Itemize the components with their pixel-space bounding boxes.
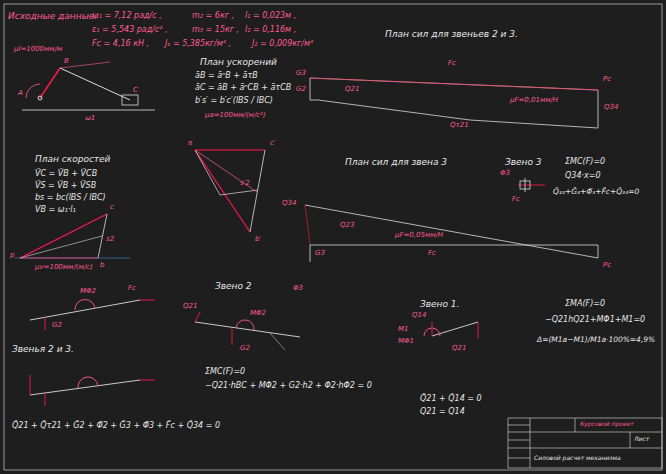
formula: V̄C = V̄B + V̄CB bbox=[35, 170, 97, 179]
force-label: Fc bbox=[512, 196, 520, 204]
force-label: Φ3 bbox=[293, 285, 303, 293]
point-label: c′ bbox=[270, 140, 275, 148]
formula: b′s′ = b′c′(lBS / lBC) bbox=[195, 97, 273, 106]
frame bbox=[4, 4, 662, 470]
force-plan-2-3 bbox=[310, 78, 598, 128]
point-label: s2 bbox=[106, 236, 114, 244]
force-label: MΦ1 bbox=[398, 338, 414, 346]
velocity-plan bbox=[14, 214, 130, 258]
point-label: ω1 bbox=[85, 115, 95, 123]
point-label: π bbox=[188, 140, 192, 148]
force-label: Fc bbox=[448, 60, 456, 68]
force-label: Pc bbox=[603, 262, 611, 270]
force-label: Qτ21 bbox=[450, 122, 469, 130]
formula: bs = bc(lBS / lBC) bbox=[35, 194, 106, 203]
heading: Звено 1. bbox=[420, 300, 459, 310]
link-1-sketch bbox=[424, 322, 478, 338]
formula: Q̄21 + Q̄14 = 0 bbox=[420, 395, 482, 404]
scale-label: μF=0,01мм/Н bbox=[510, 97, 558, 105]
point-label: b′ bbox=[255, 236, 261, 244]
force-label: MΦ2 bbox=[250, 310, 266, 318]
formula: Δ=(M1a−M1)/M1a·100%=4,9% bbox=[537, 336, 655, 344]
heading: План сил для звена 3 bbox=[345, 158, 447, 168]
formula: āB = āⁿB + āτB bbox=[195, 72, 258, 81]
data-value: Jₛ = 5,385кг/м² , bbox=[165, 40, 231, 49]
force-label: M1 bbox=[398, 326, 409, 334]
heading: План скоростей bbox=[35, 155, 110, 165]
force-label: Fc bbox=[428, 250, 436, 258]
data-value: l₂ = 0,116м , bbox=[245, 26, 296, 35]
heading: План ускорений bbox=[200, 58, 277, 68]
force-label: Q14 bbox=[412, 312, 426, 320]
formula: V̄S = V̄B + V̄SB bbox=[35, 182, 96, 191]
formula: −Q21hQ21+MΦ1+M1=0 bbox=[545, 316, 645, 325]
heading: Исходные данные: bbox=[8, 12, 97, 22]
point-label: p bbox=[10, 252, 14, 260]
formula: Q̄21 + Q̄τ21 + Ḡ2 + Φ̄2 + Ḡ3 + Φ̄3 + F̄c… bbox=[12, 422, 220, 431]
force-label: Q21 bbox=[183, 303, 197, 311]
force-label: Φ3 bbox=[500, 170, 510, 178]
heading: План сил для звеньев 2 и 3. bbox=[385, 30, 518, 40]
scale-label: μv=100мм/(м/с) bbox=[35, 264, 93, 272]
force-label: Fc bbox=[128, 285, 136, 293]
point-label: C bbox=[133, 87, 138, 95]
formula: ΣMA(F)=0 bbox=[565, 300, 605, 309]
data-value: l₁ = 0,023м , bbox=[245, 12, 296, 21]
force-label: G2 bbox=[240, 345, 250, 353]
force-label: G2 bbox=[52, 322, 62, 330]
force-label: Pc bbox=[603, 76, 611, 84]
point-label: c bbox=[110, 204, 114, 212]
data-value: m₃ = 15кг , bbox=[192, 26, 239, 35]
data-value: m₂ = 6кг , bbox=[192, 12, 234, 21]
force-plan-3 bbox=[305, 205, 598, 262]
point-label: s′2 bbox=[240, 180, 250, 188]
force-label: MΦ2 bbox=[80, 288, 96, 296]
scale-label: μF=0,05мм/Н bbox=[395, 232, 443, 240]
formula: Q34·x=0 bbox=[565, 172, 601, 181]
point-label: A bbox=[18, 90, 23, 98]
formula: ΣMC(F)=0 bbox=[205, 368, 245, 377]
link-3-sketch bbox=[518, 178, 545, 192]
title-block bbox=[508, 418, 662, 468]
force-label: Q34 bbox=[282, 200, 296, 208]
formula: Q̄₂₃+Ḡ₃+Φ̄₃+F̄c+Q̄₃₄=0 bbox=[553, 188, 639, 196]
heading: Звено 2 bbox=[215, 282, 252, 292]
heading: Звено 3 bbox=[505, 158, 542, 168]
force-label: Q21 bbox=[452, 345, 466, 353]
heading: Звенья 2 и 3. bbox=[12, 345, 74, 355]
force-label: G3 bbox=[315, 250, 325, 258]
force-label: Q34 bbox=[604, 104, 618, 112]
scale-label: μl=1000мм/м bbox=[14, 46, 62, 54]
stamp-text: Курсовой проект bbox=[580, 421, 634, 428]
formula: −Q21·hBC + MΦ2 + G2·h2 + Φ2·hΦ2 = 0 bbox=[205, 382, 372, 391]
acceleration-plan bbox=[195, 150, 265, 232]
data-value: Fc = 4,16 кН , bbox=[92, 40, 149, 49]
stamp-text: Силовой расчет механизма bbox=[534, 455, 621, 462]
point-label: b bbox=[100, 262, 104, 270]
mechanism bbox=[22, 62, 155, 110]
force-label: Q23 bbox=[340, 222, 354, 230]
data-value: J₂ = 0,009кг/м² bbox=[252, 40, 313, 49]
formula: VB = ω₁·l₁ bbox=[35, 206, 76, 215]
point-label: B bbox=[64, 58, 69, 66]
formula: Q21 = Q14 bbox=[420, 408, 465, 417]
data-value: ε₁ = 5,543 рад/с² , bbox=[92, 26, 168, 35]
data-value: ω₁ = 7,12 рад/с , bbox=[92, 12, 162, 21]
formula: āC = āB + āⁿCB + āτCB bbox=[195, 84, 291, 93]
formula: ΣMC(F)=0 bbox=[565, 158, 605, 167]
force-label: G3 bbox=[296, 70, 306, 78]
stamp-text: Лист bbox=[634, 436, 649, 443]
scale-label: μa=100мм/(м/с²) bbox=[205, 112, 266, 120]
force-label: Q21 bbox=[345, 86, 359, 94]
force-label: G2 bbox=[296, 86, 306, 94]
